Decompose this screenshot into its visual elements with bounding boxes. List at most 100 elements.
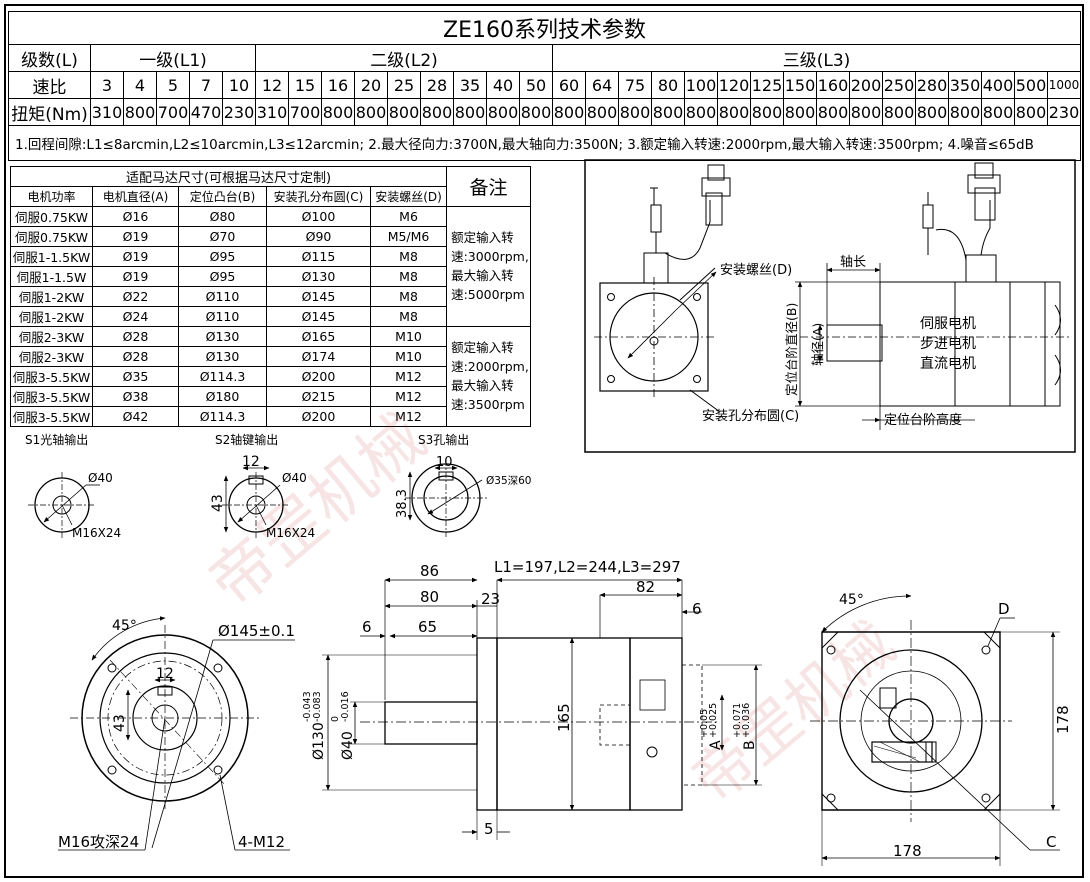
- torque-cell: 230: [1046, 98, 1082, 126]
- s1-thread: M16X24: [72, 526, 121, 540]
- table-cell: Ø80: [178, 205, 267, 227]
- s1-dia: Ø40: [88, 471, 113, 485]
- front-view: [58, 616, 295, 851]
- ratio-cell: 4: [123, 71, 157, 99]
- remark-servo-small: 额定输入转速:3000rpm,最大输入转速:5000rpm: [446, 205, 532, 327]
- watermark: 帝罡机械 帝罡机械: [196, 401, 908, 817]
- ratio-cell: 1000: [1046, 71, 1082, 99]
- motor-type-1: 伺服电机: [920, 316, 976, 332]
- shaft-s1: S1光轴输出 Ø40 M16X24: [25, 432, 121, 540]
- rear-view: [810, 593, 1060, 866]
- dim-dia130: Ø130: [311, 722, 327, 760]
- dim-5: 5: [484, 820, 494, 838]
- front-height: 43: [112, 714, 128, 732]
- dim-length: L1=197,L2=244,L3=297: [494, 558, 681, 576]
- remark-header: 备注: [446, 166, 532, 207]
- tol-a-dn: +0.025: [708, 703, 719, 738]
- motor-column-header: 定位凸台(B): [178, 186, 267, 207]
- ratio-cell: 60: [552, 71, 586, 99]
- s3-title: S3孔输出: [418, 432, 469, 447]
- shaft-s3: S3孔输出 10 38.3 Ø35深60: [395, 432, 532, 537]
- spec-notes: 1.回程间隙:L1≤8arcmin,L2≤10arcmin,L3≤12arcmi…: [7, 125, 1082, 161]
- tol-40-up: 0: [330, 716, 341, 722]
- table-cell: 伺服0.75KW: [10, 225, 93, 247]
- stage-l1: 一级(L1): [90, 44, 256, 72]
- motor-type-3: 直流电机: [920, 355, 976, 372]
- torque-cell: 800: [915, 98, 949, 126]
- front-key: 12: [156, 666, 174, 682]
- torque-cell: 800: [387, 98, 421, 126]
- table-cell: Ø28: [92, 325, 179, 347]
- tol-b-dn: +0.036: [741, 703, 752, 738]
- table-cell: Ø100: [266, 205, 371, 227]
- s3-key: 10: [436, 455, 453, 470]
- page-frame: [4, 4, 1084, 878]
- torque-cell: 800: [684, 98, 718, 126]
- side-view: [322, 577, 762, 840]
- table-cell: M12: [369, 385, 448, 407]
- torque-cell: 800: [882, 98, 916, 126]
- torque-cell: 700: [156, 98, 190, 126]
- ratio-cell: 5: [156, 71, 190, 99]
- label-screw: 安装螺丝(D): [720, 263, 792, 278]
- dim-b: B: [742, 740, 758, 750]
- table-cell: 伺服3-5.5KW: [10, 405, 93, 427]
- ratio-cell: 75: [618, 71, 652, 99]
- motor-column-header: 电机直径(A): [92, 186, 179, 207]
- motor-table-title: 适配马达尺寸(可根据马达尺寸定制): [9, 166, 448, 187]
- torque-cell: 800: [816, 98, 850, 126]
- s2-height: 43: [210, 494, 226, 512]
- tol-130-dn: -0.083: [312, 691, 323, 722]
- torque-cell: 800: [519, 98, 553, 126]
- s2-dia: Ø40: [282, 471, 307, 485]
- torque-label: 扭矩(Nm): [8, 98, 91, 126]
- front-view-labels: 45° Ø145±0.1 12 43 M16攻深24 4-M12: [58, 618, 295, 851]
- label-shaft-length: 轴长: [840, 255, 866, 270]
- ratio-cell: 64: [585, 71, 619, 99]
- table-cell: Ø114.3: [178, 405, 267, 427]
- label-boss-diameter: 定位台阶直径(B): [784, 303, 799, 396]
- dim-165: 165: [555, 703, 573, 732]
- s3-bore: Ø35深60: [486, 475, 532, 487]
- spec-table: ZE160系列技术参数 级数(L) 一级(L1) 二级(L2) 三级(L3) 速…: [7, 11, 1082, 161]
- rear-d: D: [998, 600, 1010, 618]
- ratio-cell: 28: [420, 71, 454, 99]
- torque-cell: 800: [321, 98, 355, 126]
- tol-b-up: +0.071: [732, 703, 743, 738]
- table-cell: Ø215: [266, 385, 371, 407]
- label-boss-height: 定位台阶高度: [884, 412, 962, 428]
- dim-82: 82: [636, 578, 655, 596]
- ratio-cell: 35: [453, 71, 487, 99]
- torque-cell: 800: [453, 98, 487, 126]
- rear-width: 178: [893, 842, 922, 860]
- rear-c: C: [1046, 833, 1056, 851]
- motor-diagram: [584, 159, 1076, 453]
- label-hole-circle: 安装孔分布圆(C): [702, 409, 799, 424]
- s2-key: 12: [242, 454, 260, 470]
- ratio-cell: 80: [651, 71, 685, 99]
- table-cell: 伺服1-2KW: [10, 305, 93, 327]
- front-angle: 45°: [112, 618, 137, 634]
- table-cell: Ø110: [178, 285, 267, 307]
- motor-diagram-labels: 安装螺丝(D) 轴长 定位台阶直径(B) 轴径(A) 伺服电机 步进电机 直流电…: [702, 255, 976, 428]
- table-cell: Ø95: [178, 265, 267, 287]
- s1-title: S1光轴输出: [25, 432, 88, 447]
- ratio-cell: 40: [486, 71, 520, 99]
- s2-thread: M16X24: [266, 526, 315, 540]
- rear-height: 178: [1054, 705, 1072, 734]
- tol-a-up: +0.05: [699, 709, 710, 738]
- ratio-cell: 125: [750, 71, 784, 99]
- dim-80: 80: [420, 588, 439, 606]
- ratio-cell: 10: [222, 71, 256, 99]
- torque-cell: 470: [189, 98, 223, 126]
